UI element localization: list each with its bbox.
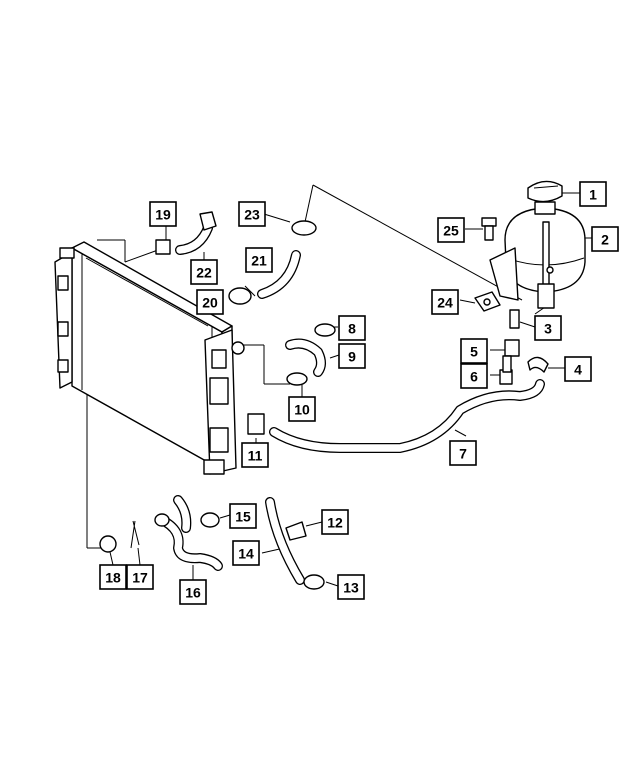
leader-lines [86,184,592,587]
callout-number: 17 [132,570,148,586]
callout-number: 1 [589,187,597,203]
callout-box [337,574,365,600]
callout-number: 25 [443,223,459,239]
callout-number: 7 [459,446,467,462]
callout-number: 20 [202,295,218,311]
callout-number: 23 [244,207,260,223]
callout-box [229,503,257,529]
callout-number: 24 [437,295,453,311]
callout-20: 20 [196,289,224,315]
callout-box [179,579,207,605]
nut [474,291,501,312]
bolt [481,217,497,241]
callout-box [338,315,366,341]
callout-19: 19 [149,201,177,227]
callout-4: 4 [564,356,592,382]
callout-21: 21 [245,247,273,273]
callout-box [564,356,592,382]
callout-box [288,396,316,422]
callout-6: 6 [460,363,488,389]
callout-box [126,564,154,590]
callout-number: 8 [348,321,356,337]
callout-number: 18 [105,570,121,586]
callout-number: 21 [251,253,267,269]
callout-5: 5 [460,338,488,364]
callout-box [449,440,477,466]
callout-16: 16 [179,579,207,605]
callout-2: 2 [591,226,619,252]
callout-number: 22 [196,265,212,281]
callout-number: 2 [601,232,609,248]
callout-box [99,564,127,590]
callout-box [190,259,218,285]
callout-12: 12 [321,509,349,535]
callout-13: 13 [337,574,365,600]
callout-number: 5 [470,344,478,360]
pressure-cap [527,180,563,203]
hoses [157,223,545,585]
callout-box [321,509,349,535]
callout-8: 8 [338,315,366,341]
callout-number: 13 [343,580,359,596]
callout-18: 18 [99,564,127,590]
callout-1: 1 [579,181,607,207]
callout-box [460,338,488,364]
callout-number: 6 [470,369,478,385]
callout-number: 10 [294,402,310,418]
callout-number: 11 [248,448,263,464]
callout-number: 15 [235,509,251,525]
callout-number: 12 [327,515,343,531]
callout-17: 17 [126,564,154,590]
callout-box [238,201,266,227]
callout-3: 3 [534,315,562,341]
radiator [54,241,245,475]
callout-box [591,226,619,252]
callout-number: 3 [544,321,552,337]
callout-box [460,363,488,389]
callout-15: 15 [229,503,257,529]
callout-number: 4 [574,362,582,378]
callout-22: 22 [190,259,218,285]
callout-box [437,217,465,243]
callout-box [241,442,269,468]
callout-9: 9 [338,343,366,369]
callout-box [149,201,177,227]
coolant-reservoir [489,201,586,309]
callout-box [579,181,607,207]
callout-box [338,343,366,369]
callout-23: 23 [238,201,266,227]
callout-number: 9 [348,349,356,365]
callout-25: 25 [437,217,465,243]
callout-box [245,247,273,273]
callout-11: 11 [241,442,269,468]
callout-7: 7 [449,440,477,466]
callout-number: 16 [185,585,201,601]
callout-box [196,289,224,315]
sensor-assembly [499,309,549,385]
callout-10: 10 [288,396,316,422]
callout-24: 24 [431,289,459,315]
callout-box [534,315,562,341]
callout-box [232,540,260,566]
callout-box [431,289,459,315]
callout-labels: 1234567891011121314151617181920212223242… [99,181,619,605]
callout-14: 14 [232,540,260,566]
callout-number: 14 [238,546,254,562]
clamps [99,211,336,590]
callout-number: 19 [155,207,171,223]
